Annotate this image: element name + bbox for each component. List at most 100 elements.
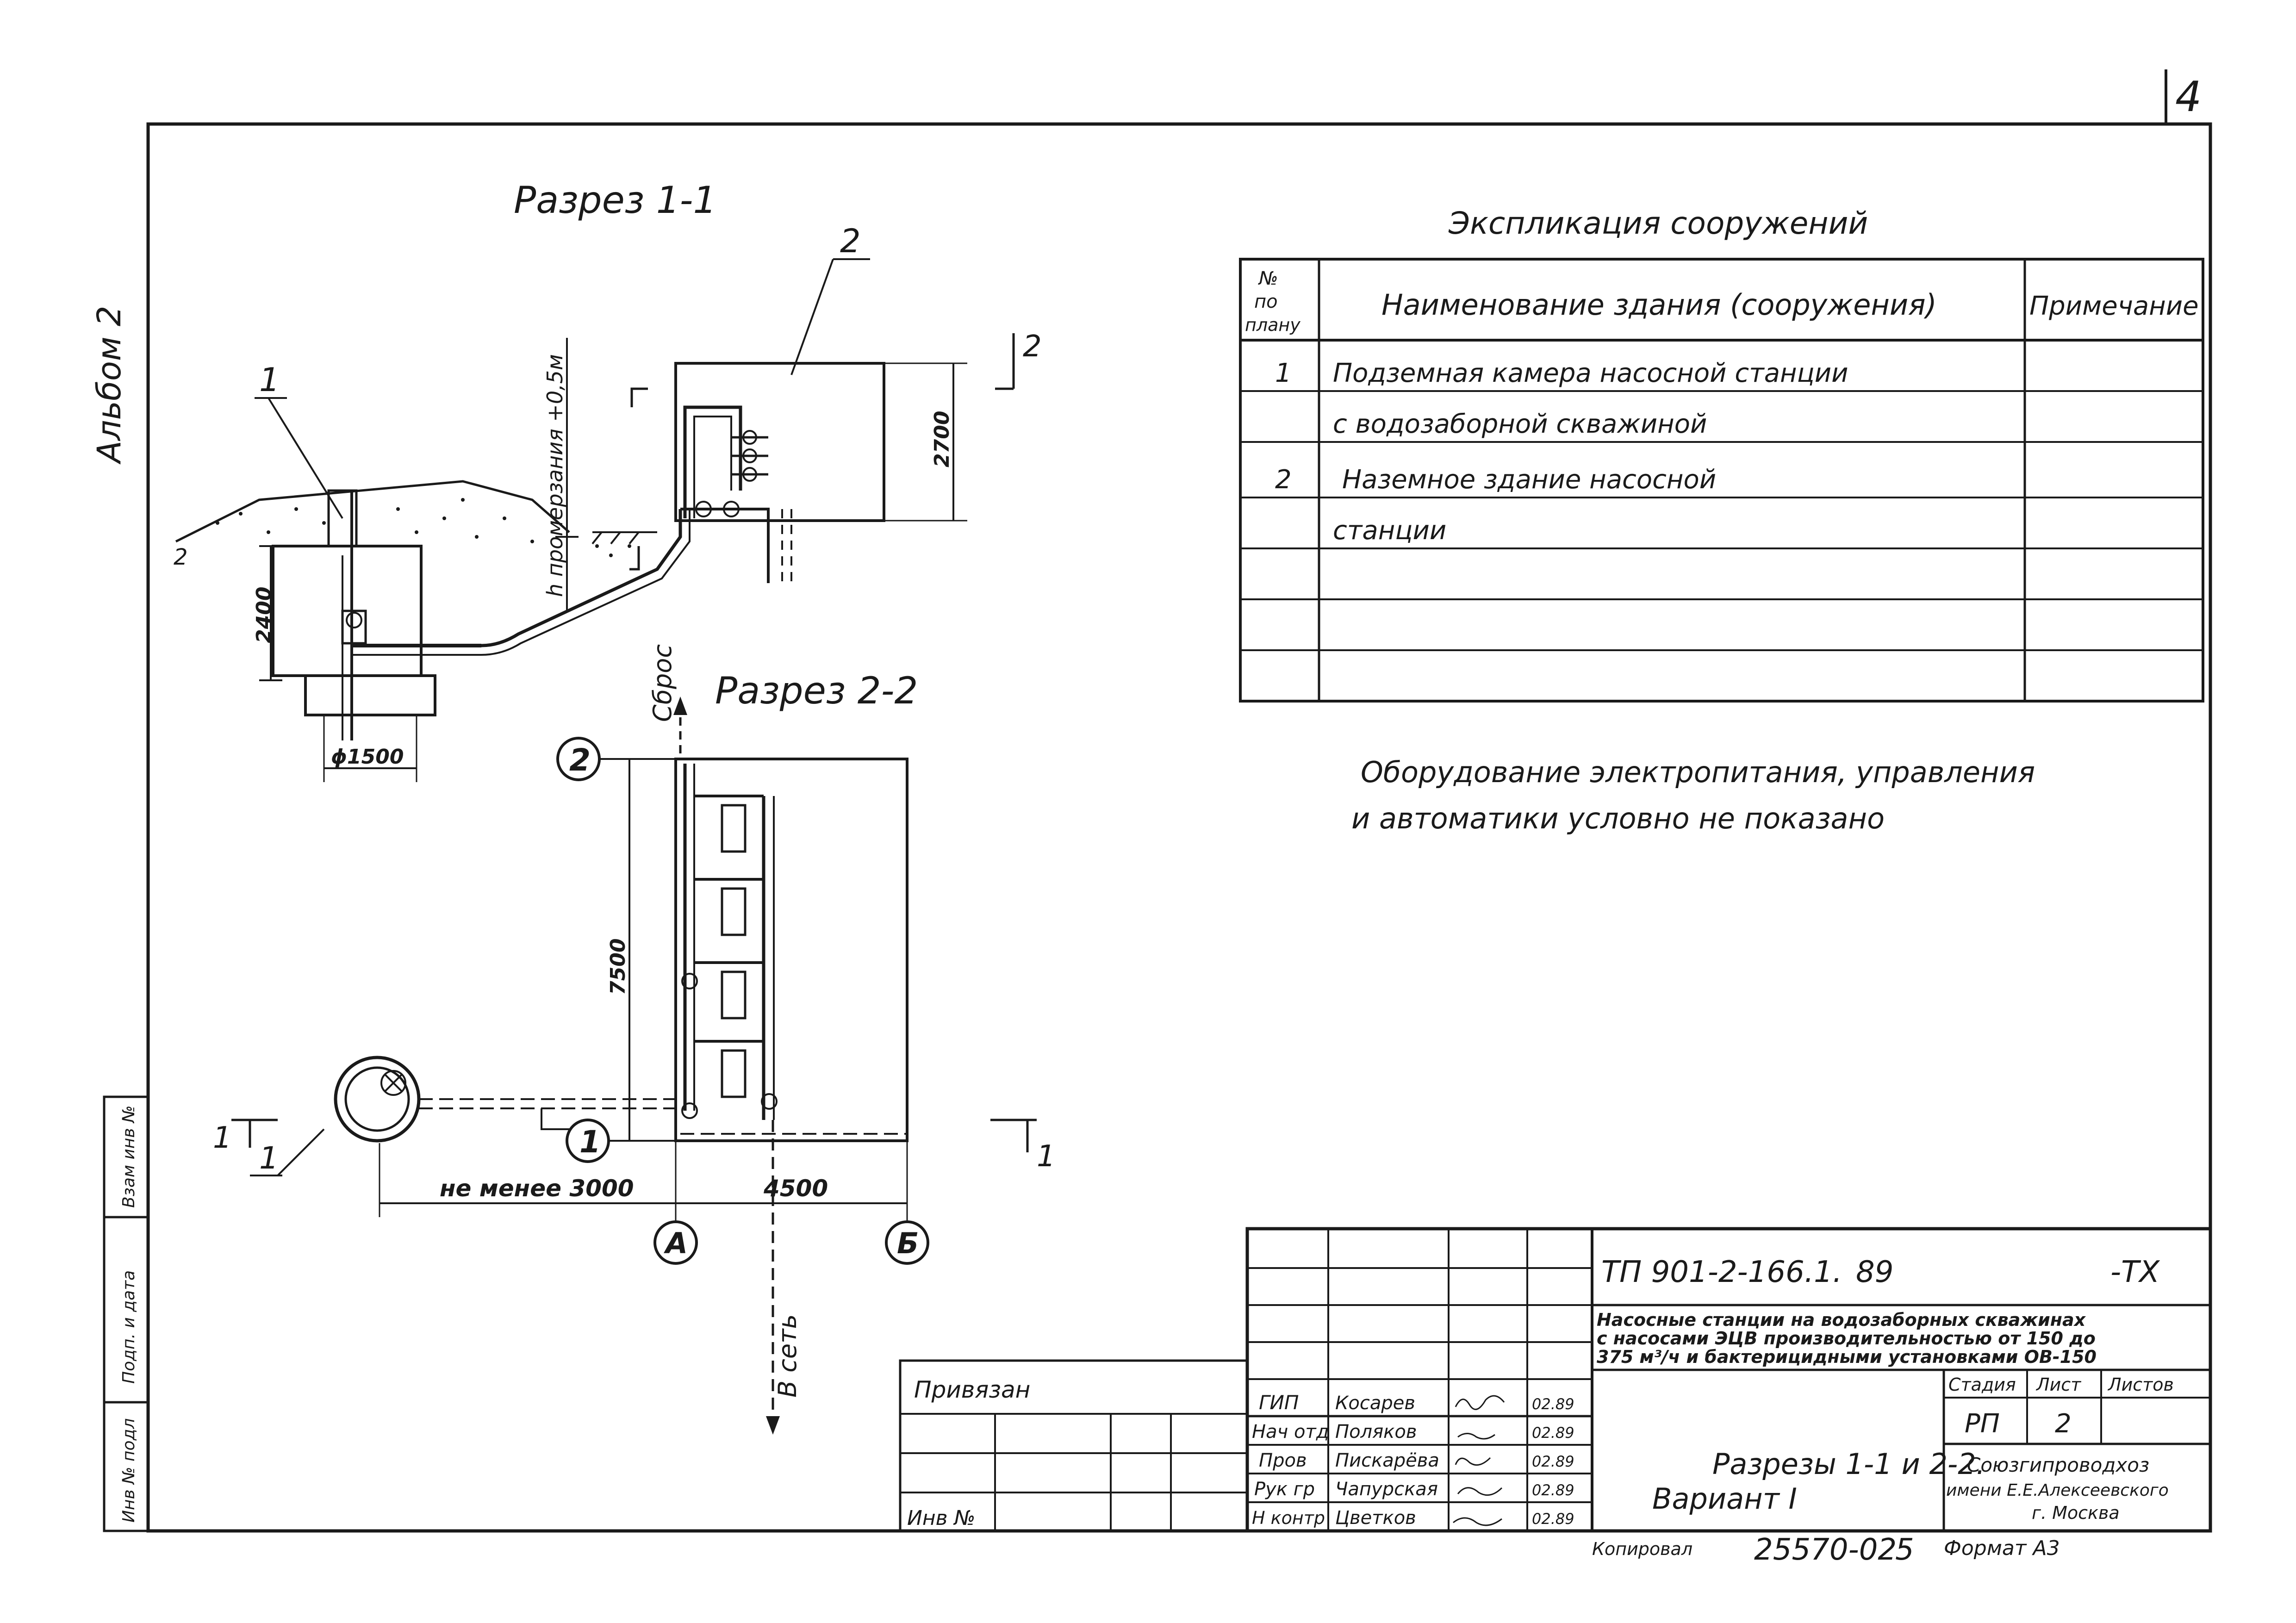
building-pipe-b <box>693 416 732 518</box>
pump-building <box>674 362 885 522</box>
cable-branch <box>541 1108 569 1130</box>
tb-sheet-title-2: Вариант I <box>1652 1482 1797 1516</box>
signer-4-name: Цветков <box>1335 1507 1416 1529</box>
cut-left: 1 <box>213 1121 232 1155</box>
side-stamp-sign: Подп. и дата <box>119 1270 138 1384</box>
cut-mark-2: 2 <box>1023 330 1042 364</box>
row-3-name: станции <box>1333 516 1446 546</box>
pipe-rise-2 <box>481 509 691 656</box>
explication-table <box>1239 258 2204 703</box>
callout-1: 1 <box>259 361 280 399</box>
row-0-name: Подземная камера насосной станции <box>1333 358 1848 388</box>
signer-1-date: 02.89 <box>1532 1424 1574 1442</box>
section-1-1: Разрез 1-1 1 2 2400 <box>174 179 1042 782</box>
surface-hatch <box>591 531 657 545</box>
cut-right: 1 <box>1037 1139 1056 1174</box>
signer-3-role: Рук гр <box>1254 1479 1315 1500</box>
tb-code: ТП 901-2-166.1. <box>1601 1255 1842 1289</box>
axis-a: А <box>663 1226 688 1260</box>
ground-mark-left: 2 <box>174 544 188 570</box>
tb-sheet-title-1: Разрезы 1-1 и 2-2. <box>1712 1447 1985 1481</box>
col-no-2: по <box>1254 291 1278 312</box>
well-valve <box>380 1070 406 1096</box>
signer-0-role: ГИП <box>1259 1391 1299 1414</box>
building-pipe-a <box>683 405 742 518</box>
tb-year: 89 <box>1856 1255 1893 1289</box>
tb-desc-1: Насосные станции на водозаборных скважин… <box>1597 1310 2086 1330</box>
tb-org-3: г. Москва <box>2032 1503 2120 1523</box>
axis-b: Б <box>897 1226 919 1260</box>
format-label: Формат А3 <box>1944 1536 2060 1560</box>
signer-2-role: Пров <box>1259 1450 1307 1471</box>
dim-right: 4500 <box>763 1175 828 1202</box>
archive-no: 25570-02 <box>1754 1533 1897 1567</box>
signer-3-date: 02.89 <box>1532 1481 1574 1499</box>
side-stamp-replace: Взам инв № <box>119 1105 138 1208</box>
to-network-label: В сеть <box>773 1314 802 1398</box>
copied-label: Копировал <box>1592 1539 1692 1559</box>
callout-2-leader <box>790 259 834 375</box>
chamber-neck <box>327 489 358 547</box>
cut-corner-left <box>630 387 648 407</box>
tb-org-1: Союзгипроводхоз <box>1967 1454 2149 1476</box>
inv-no: Инв № <box>907 1506 975 1530</box>
row-0-no: 1 <box>1275 358 1292 388</box>
note-line-2: и автоматики условно не показано <box>1351 802 1885 835</box>
callout-2: 2 <box>840 222 861 260</box>
axis-2: 2 <box>569 742 591 778</box>
network-arrow <box>766 1416 780 1435</box>
discharge-arrow <box>673 696 687 715</box>
soil-hatch <box>216 498 631 557</box>
chamber-base <box>304 674 436 716</box>
valve-handwheel <box>346 612 362 628</box>
pipe-rise <box>481 509 682 647</box>
row-2-no: 2 <box>1275 465 1292 495</box>
pipe-cross-links <box>694 795 764 1043</box>
signatures <box>1453 1395 1505 1526</box>
col-name: Наименование здания (сооружения) <box>1381 288 1937 322</box>
well-callout-leader <box>277 1128 325 1176</box>
dim-diameter: ϕ1500 <box>331 745 404 769</box>
tb-suffix: -ТХ <box>2110 1255 2160 1289</box>
signer-2-name: Пискарёва <box>1335 1450 1439 1471</box>
signer-2-date: 02.89 <box>1532 1453 1574 1470</box>
building-plan <box>674 758 908 1142</box>
title-block: ГИП Косарев 02.89 Нач отд Поляков 02.89 … <box>1245 1227 2212 1533</box>
building-outlet-dashed <box>781 509 792 583</box>
dim-left: не менее 3000 <box>440 1175 634 1202</box>
valve-cluster <box>341 609 367 645</box>
ground-mound <box>175 480 570 543</box>
cut-corner-mark <box>629 546 640 571</box>
tb-sheets-header: Листов <box>2107 1374 2174 1395</box>
freeze-depth-label: h промерзания +0,5м <box>542 354 567 597</box>
tb-stage-header: Стадия <box>1948 1374 2016 1395</box>
section-2-title: Разрез 2-2 <box>715 669 918 712</box>
privyazan: Привязан <box>914 1376 1030 1403</box>
discharge-label: Сброс <box>648 644 677 722</box>
signer-0-name: Косарев <box>1335 1393 1415 1414</box>
col-no-1: № <box>1258 268 1278 289</box>
well-outer <box>334 1056 421 1143</box>
signer-1-role: Нач отд <box>1252 1421 1329 1443</box>
building-outlet <box>680 508 770 583</box>
section-2-2: Разрез 2-2 Сброс 2 1 7500 <box>213 644 1056 1435</box>
callout-1-leader <box>268 397 343 519</box>
row-2-name: Наземное здание насосной <box>1342 465 1716 495</box>
binding-stamp: Привязан Инв № <box>899 1359 1249 1532</box>
dim-height-left: 2400 <box>252 587 276 643</box>
signer-0-date: 02.89 <box>1532 1395 1574 1413</box>
axis-bubble-b <box>885 1220 929 1265</box>
row-1-name: с водозаборной скважиной <box>1333 409 1707 439</box>
well-callout: 1 <box>259 1140 279 1176</box>
section-1-title: Разрез 1-1 <box>514 179 716 222</box>
col-no-3: плану <box>1245 315 1300 335</box>
explication-title: Экспликация сооружений <box>1448 205 1868 241</box>
note-line-1: Оборудование электропитания, управления <box>1361 755 2035 789</box>
explication: Экспликация сооружений № по плану Наимен… <box>1239 205 2204 703</box>
dim-height-7500: 7500 <box>606 939 630 995</box>
signer-4-date: 02.89 <box>1532 1510 1574 1528</box>
signer-1-name: Поляков <box>1335 1421 1417 1443</box>
tb-desc-3: 375 м³/ч и бактерицидными установками ОВ… <box>1597 1347 2097 1367</box>
axis-bubble-a <box>653 1220 698 1265</box>
